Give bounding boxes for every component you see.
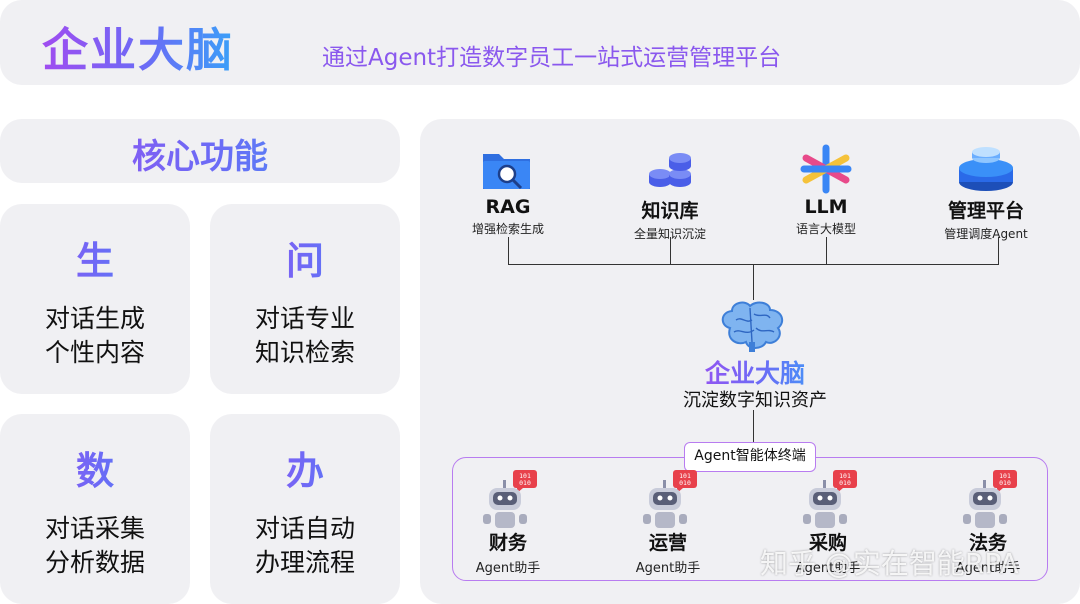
agent-desc: Agent助手 (795, 561, 861, 576)
svg-text:101: 101 (679, 472, 691, 480)
card-char: 生 (0, 230, 190, 285)
card-desc: 对话自动办理流程 (210, 512, 400, 580)
function-card-process: 办 对话自动办理流程 (210, 414, 400, 604)
source-desc: 管理调度Agent (944, 227, 1028, 241)
agent-desc: Agent助手 (955, 561, 1021, 576)
agent-desc: Agent助手 (475, 561, 541, 576)
connector-line (753, 264, 754, 300)
core-functions-title: 核心功能 (0, 129, 400, 178)
card-desc-line1: 对话专业 (254, 304, 355, 333)
source-node-llm: LLM 语言大模型 (746, 142, 906, 237)
source-node-platform: 管理平台 管理调度Agent (906, 142, 1066, 242)
card-desc: 对话专业知识检索 (210, 302, 400, 370)
function-card-ask: 问 对话专业知识检索 (210, 204, 400, 394)
agent-name: 采购 (808, 532, 847, 554)
source-node-rag: RAG 增强检索生成 (428, 142, 588, 237)
connector-line (670, 237, 671, 264)
agent-terminal-label: Agent智能体终端 (684, 442, 816, 472)
card-desc-line2: 知识检索 (254, 338, 355, 367)
core-functions-header: 核心功能 (0, 119, 400, 183)
source-node-knowledge-base: 知识库 全量知识沉淀 (590, 142, 750, 242)
agent-name: 法务 (968, 532, 1007, 554)
source-name: 知识库 (641, 200, 699, 222)
agent-terminal-group (452, 457, 1048, 581)
folder-search-icon (428, 142, 588, 194)
function-card-data: 数 对话采集分析数据 (0, 414, 190, 604)
card-desc-line1: 对话采集 (44, 514, 145, 543)
brand-title: 企业大脑 (42, 14, 234, 80)
connector-line (508, 237, 509, 264)
agent-name: 运营 (648, 532, 687, 554)
svg-text:101: 101 (999, 472, 1011, 480)
card-desc-line1: 对话生成 (44, 304, 145, 333)
card-desc: 对话采集分析数据 (0, 512, 190, 580)
card-char: 办 (210, 440, 400, 495)
header-banner: 企业大脑 通过Agent打造数字员工一站式运营管理平台 (0, 0, 1080, 85)
card-char: 问 (210, 230, 400, 285)
svg-text:010: 010 (839, 479, 851, 487)
center-subtitle: 沉淀数字知识资产 (683, 390, 827, 411)
card-char: 数 (0, 440, 190, 495)
badge-text: 101 (519, 472, 531, 480)
watermark: 知乎 @实在智能RPA (760, 547, 1019, 580)
card-desc-line2: 分析数据 (44, 548, 145, 577)
agent-name: 财务 (488, 532, 527, 554)
source-name: 管理平台 (947, 200, 1024, 222)
header-subtitle: 通过Agent打造数字员工一站式运营管理平台 (322, 45, 782, 71)
connector-line (998, 237, 999, 264)
brain-icon (716, 298, 790, 354)
llm-star-icon (746, 142, 906, 194)
agent-desc: Agent助手 (635, 561, 701, 576)
database-icon (590, 142, 750, 194)
platform-disk-icon (906, 142, 1066, 194)
source-desc: 增强检索生成 (471, 222, 544, 236)
source-name: LLM (804, 196, 848, 218)
connector-line (826, 237, 827, 264)
card-desc-line2: 办理流程 (254, 548, 355, 577)
center-title: 企业大脑 (680, 354, 830, 390)
source-name: RAG (485, 196, 531, 218)
card-desc-line1: 对话自动 (254, 514, 355, 543)
card-desc: 对话生成个性内容 (0, 302, 190, 370)
function-card-generate: 生 对话生成个性内容 (0, 204, 190, 394)
connector-line (753, 410, 754, 442)
source-desc: 全量知识沉淀 (633, 227, 706, 241)
svg-text:101: 101 (839, 472, 851, 480)
svg-text:010: 010 (519, 479, 531, 487)
svg-text:010: 010 (679, 479, 691, 487)
card-desc-line2: 个性内容 (44, 338, 145, 367)
source-desc: 语言大模型 (795, 222, 856, 236)
svg-text:010: 010 (999, 479, 1011, 487)
